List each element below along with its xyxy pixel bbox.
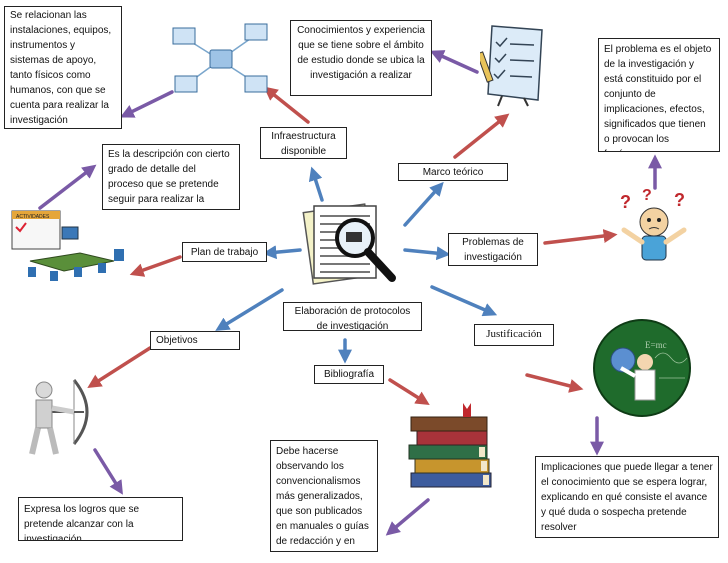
board-label: ACTIVIDADES — [16, 214, 50, 220]
books-stack-icon — [408, 403, 492, 488]
arrow-infra-to-network — [263, 86, 310, 124]
desc-infraestructura: Se relacionan las instalaciones, equipos… — [4, 6, 122, 129]
arrow-network-to-infra-desc — [119, 90, 174, 118]
node-objetivos-label: Objetivos — [156, 335, 198, 346]
node-central: Elaboración de protocolos de investigaci… — [283, 302, 422, 331]
desc-problemas-text: El problema es el objeto de la investiga… — [604, 44, 712, 151]
arrow-to-justificacion — [430, 285, 498, 317]
arrow-objetivos-to-archer — [87, 346, 152, 389]
svg-text:?: ? — [620, 192, 631, 212]
desc-plan-trabajo-text: Es la descripción con cierto grado de de… — [108, 149, 230, 205]
desc-problemas: El problema es el objeto de la investiga… — [598, 38, 720, 152]
scientist-globe-icon: E=mc — [593, 319, 691, 417]
svg-text:E=mc: E=mc — [645, 340, 667, 350]
arrow-problemas-to-person — [543, 229, 618, 245]
classroom-icon: ACTIVIDADES — [11, 210, 124, 281]
desc-objetivos-text: Expresa los logros que se pretende alcan… — [24, 504, 140, 541]
node-bibliografia-label: Bibliografía — [323, 369, 375, 380]
desc-marco-teorico-text: Conocimientos y experiencia que se tiene… — [297, 25, 425, 81]
node-problemas-label: Problemas de investigación — [462, 237, 524, 263]
checklist-character-icon — [480, 25, 543, 107]
arrow-archer-to-objetivos-desc — [93, 448, 123, 495]
svg-text:?: ? — [642, 187, 652, 204]
arrow-bibliografia-to-books — [388, 378, 430, 405]
desc-infraestructura-text: Se relacionan las instalaciones, equipos… — [10, 10, 112, 126]
desc-plan-trabajo: Es la descripción con cierto grado de de… — [102, 144, 240, 210]
arrow-to-problemas — [403, 246, 451, 261]
magnifier-document-icon — [302, 203, 396, 285]
central-title: Elaboración de protocolos de investigaci… — [294, 306, 411, 331]
confused-person-icon: ? ? ? — [620, 187, 687, 261]
archer-icon — [29, 379, 89, 455]
arrow-to-plan-trabajo — [262, 245, 302, 260]
node-plan-trabajo-label: Plan de trabajo — [190, 247, 259, 258]
arrow-justificacion-to-scientist — [525, 373, 584, 393]
node-marco-teorico: Marco teórico — [398, 163, 508, 181]
node-infraestructura-label: Infraestructura disponible — [271, 131, 336, 157]
arrow-to-infraestructura — [308, 166, 324, 202]
arrow-classroom-to-plan-desc — [38, 164, 97, 210]
svg-text:?: ? — [674, 190, 685, 210]
node-problemas: Problemas de investigación — [448, 233, 538, 266]
arrow-checklist-to-marco-desc — [429, 50, 479, 74]
node-plan-trabajo: Plan de trabajo — [182, 242, 267, 262]
node-justificacion: Justificación — [474, 324, 554, 346]
node-infraestructura: Infraestructura disponible — [260, 127, 347, 159]
desc-marco-teorico: Conocimientos y experiencia que se tiene… — [290, 20, 432, 96]
arrow-marco-to-checklist — [453, 113, 510, 159]
arrow-plan-to-classroom — [129, 255, 182, 277]
node-marco-teorico-label: Marco teórico — [422, 167, 484, 178]
arrow-to-marco-teorico — [403, 181, 444, 227]
arrow-to-objetivos — [215, 288, 284, 331]
node-objetivos: Objetivos — [150, 331, 240, 350]
desc-justificacion-text: Implicaciones que puede llegar a tener e… — [541, 462, 713, 533]
network-computers-icon — [172, 23, 268, 93]
desc-objetivos: Expresa los logros que se pretende alcan… — [18, 497, 183, 541]
node-justificacion-label: Justificación — [486, 328, 542, 340]
node-bibliografia: Bibliografía — [314, 365, 384, 384]
desc-bibliografia: Debe hacerse observando los convencional… — [270, 440, 378, 552]
desc-justificacion: Implicaciones que puede llegar a tener e… — [535, 456, 719, 538]
desc-bibliografia-text: Debe hacerse observando los convencional… — [276, 446, 369, 547]
arrow-books-to-bibliografia-desc — [385, 498, 430, 536]
